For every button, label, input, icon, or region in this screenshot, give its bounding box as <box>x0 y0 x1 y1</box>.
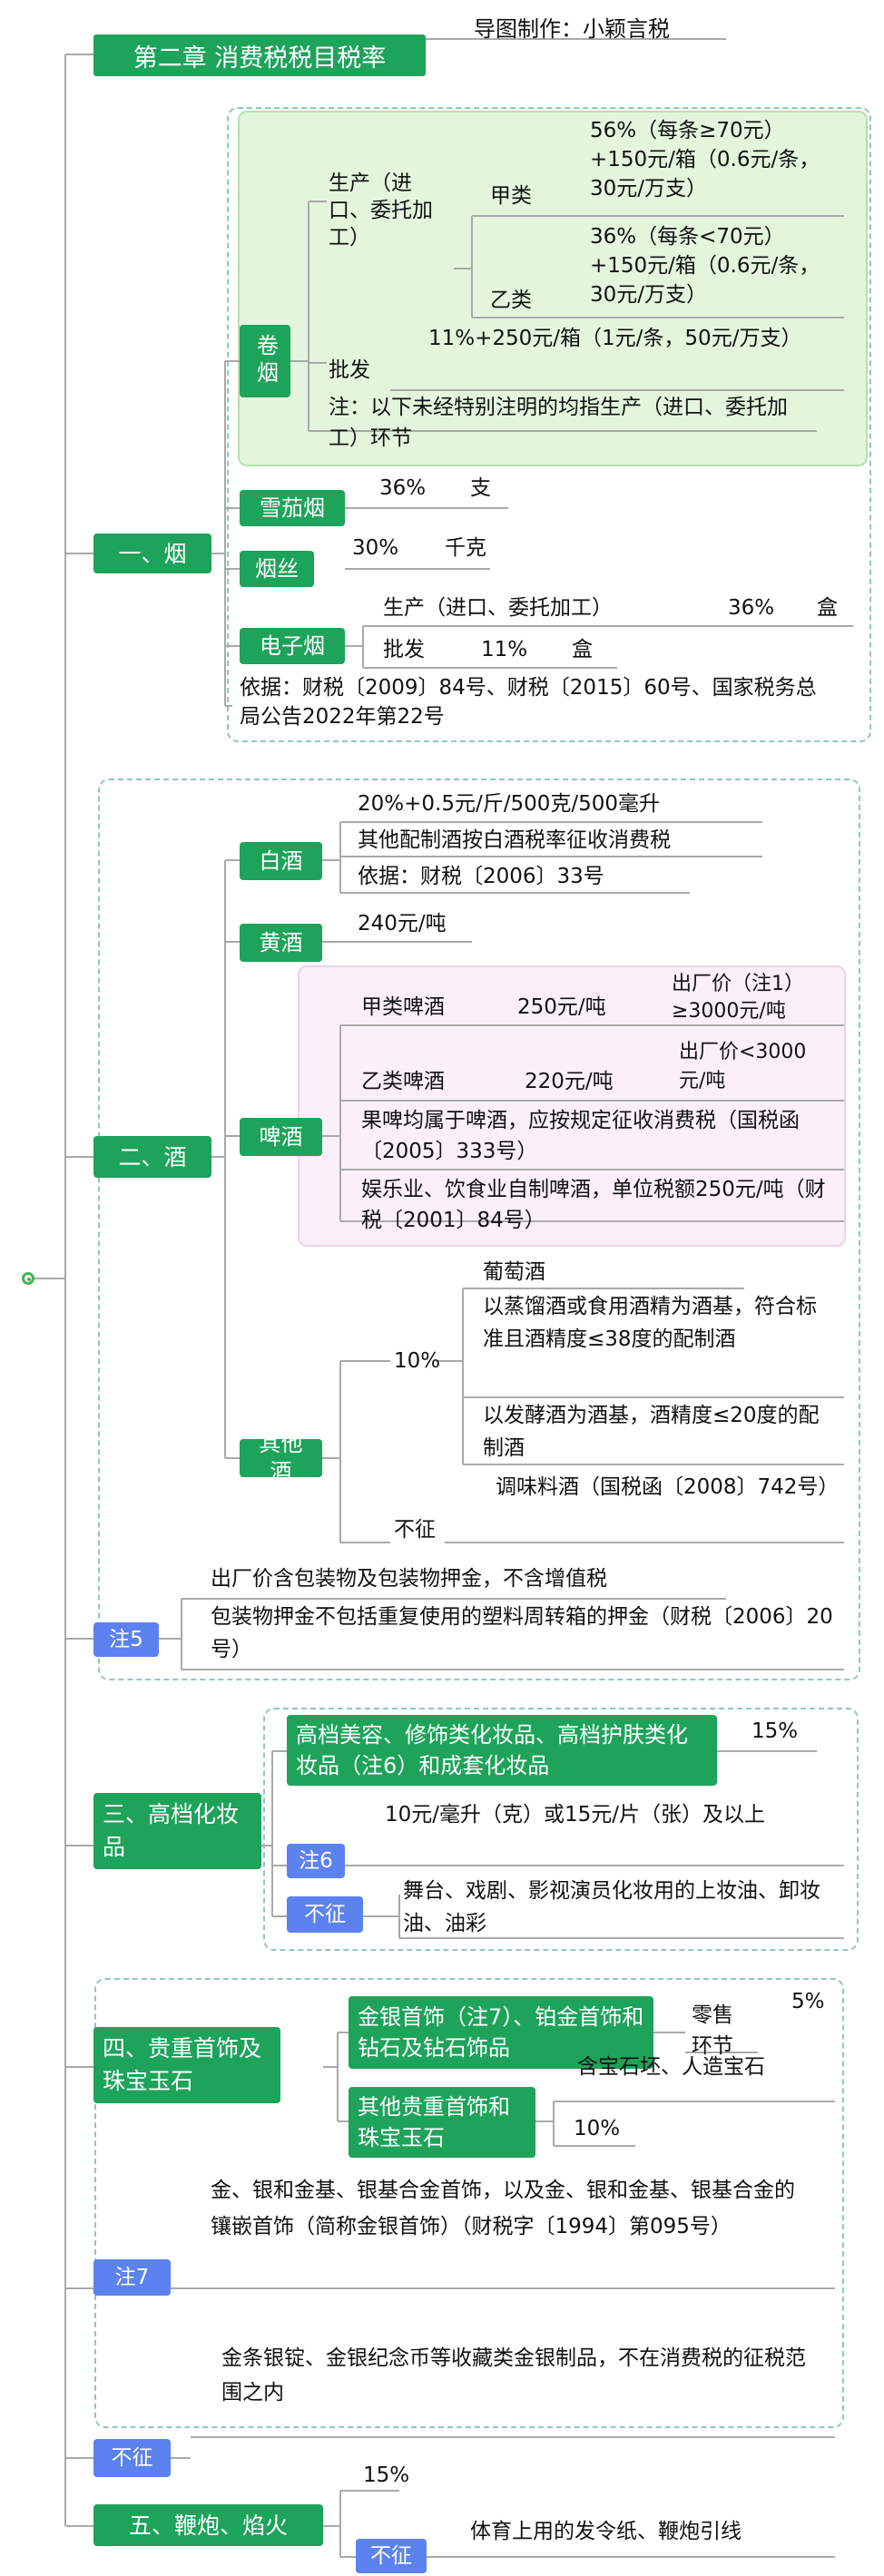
node-cosmetics[interactable]: 三、高档化妆品 <box>93 1793 261 1869</box>
jewelry-gold-stage: 零售环节 <box>692 2003 733 2058</box>
note7-badge[interactable]: 注7 <box>93 2259 171 2296</box>
node-huangjiu[interactable]: 黄酒 <box>240 924 322 962</box>
jewelry-panel <box>94 1978 844 2428</box>
jewelry-other[interactable]: 其他贵重首饰和珠宝玉石 <box>349 2087 535 2158</box>
cooking-wine: 调味料酒（国税函〔2008〕742号） <box>496 1475 840 1499</box>
cigarette-wholesale-rate: 11%+250元/箱（1元/条，50元/万支） <box>428 327 802 350</box>
note6-badge[interactable]: 注6 <box>287 1844 345 1878</box>
beer-class-b-cond: 出厂价<3000元/吨 <box>679 1041 807 1092</box>
cigarette-class-b-rate: 36%（每条<70元）+150元/箱（0.6元/条，30元/万支） <box>590 225 820 307</box>
node-cigarette[interactable]: 卷烟 <box>240 325 290 397</box>
node-beer[interactable]: 啤酒 <box>240 1118 322 1156</box>
node-tobacco[interactable]: 一、烟 <box>93 534 211 573</box>
root-node-icon[interactable] <box>22 1272 34 1285</box>
note5-line-b: 包装物押金不包括重复使用的塑料周转箱的押金（财税〔2006〕20号） <box>211 1605 833 1661</box>
beer-panel <box>298 965 846 1247</box>
e-cigarette-wholesale-unit: 盒 <box>572 638 593 661</box>
cosmetics-rate: 15% <box>751 1719 799 1743</box>
cigarette-production: 生产（进口、委托加工） <box>329 171 433 250</box>
cosmetics-panel <box>263 1708 859 1951</box>
beer-class-b: 乙类啤酒 <box>361 1070 445 1093</box>
cigarette-class-b: 乙类 <box>490 289 532 312</box>
jewelry-exempt: 金条银锭、金银纪念币等收藏类金银制品，不在消费税的征税范围之内 <box>221 2346 806 2405</box>
tobacco-basis: 依据：财税〔2009〕84号、财税〔2015〕60号、国家税务总局公告2022年… <box>240 676 817 729</box>
cigarette-class-a: 甲类 <box>490 184 532 208</box>
cosmetics-exempt: 舞台、戏剧、影视演员化妆用的上妆油、卸妆油、油彩 <box>403 1879 820 1935</box>
huangjiu-rate: 240元/吨 <box>358 912 447 935</box>
beer-class-b-rate: 220元/吨 <box>525 1070 614 1093</box>
other-liquor-rate: 10% <box>394 1349 441 1373</box>
e-cigarette-production-rate: 36% <box>728 596 775 620</box>
node-cigar[interactable]: 雪茄烟 <box>240 490 345 526</box>
cut-tobacco-unit: 千克 <box>445 536 486 560</box>
e-cigarette-wholesale: 批发 <box>383 638 425 661</box>
note6-text: 10元/毫升（克）或15元/片（张）及以上 <box>385 1803 766 1827</box>
cosmetics-not-taxed[interactable]: 不征 <box>287 1896 363 1933</box>
e-cigarette-production: 生产（进口、委托加工） <box>383 596 613 620</box>
page-title: 第二章 消费税税目税率 <box>93 34 426 76</box>
other-liquor-ferment: 以发酵酒为酒基，酒精度≤20度的配制酒 <box>483 1404 820 1460</box>
other-liquor-distilled: 以蒸馏酒或食用酒精为酒基，符合标准且酒精度≤38度的配制酒 <box>483 1295 817 1351</box>
e-cigarette-production-unit: 盒 <box>817 596 838 620</box>
note7-text: 金、银和金基、银基合金首饰，以及金、银和金基、银基合金的镶嵌首饰（简称金银首饰）… <box>211 2179 795 2238</box>
cigar-unit: 支 <box>470 476 491 500</box>
fireworks-not-taxed[interactable]: 不征 <box>356 2539 427 2573</box>
beer-class-a-cond: 出厂价（注1）≥3000元/吨 <box>672 973 804 1023</box>
cigarette-class-a-rate: 56%（每条≥70元）+150元/箱（0.6元/条，30元/万支） <box>590 119 820 201</box>
node-other-liquor[interactable]: 其他酒 <box>240 1431 322 1484</box>
jewelry-gold[interactable]: 金银首饰（注7）、铂金首饰和钻石及钻石饰品 <box>349 1996 653 2069</box>
cigarette-note: 注：以下未经特别注明的均指生产（进口、委托加工）环节 <box>329 396 788 450</box>
note5-badge[interactable]: 注5 <box>93 1622 159 1657</box>
jewelry-other-rate: 10% <box>574 2117 621 2140</box>
node-jewelry[interactable]: 四、贵重首饰及珠宝玉石 <box>93 2027 280 2103</box>
cosmetics-item[interactable]: 高档美容、修饰类化妆品、高档护肤类化妆品（注6）和成套化妆品 <box>287 1715 717 1786</box>
liquor-panel <box>98 779 860 1680</box>
jewelry-gold-rate: 5% <box>791 1990 825 2013</box>
baijiu-other: 其他配制酒按白酒税率征收消费税 <box>358 828 671 852</box>
beer-fruit: 果啤均属于啤酒，应按规定征收消费税（国税函〔2005〕333号） <box>361 1109 800 1163</box>
node-baijiu[interactable]: 白酒 <box>240 842 322 880</box>
other-liquor-not-taxed: 不征 <box>394 1518 436 1542</box>
cut-tobacco-rate: 30% <box>352 536 399 560</box>
node-liquor[interactable]: 二、酒 <box>93 1136 211 1178</box>
other-liquor-grape: 葡萄酒 <box>483 1260 545 1284</box>
cigarette-panel <box>238 111 868 466</box>
note5-line-a: 出厂价含包装物及包装物押金，不含增值税 <box>211 1567 607 1591</box>
jewelry-other-included: 含宝石坯、人造宝石 <box>577 2055 765 2079</box>
node-cut-tobacco[interactable]: 烟丝 <box>240 551 314 587</box>
node-fireworks[interactable]: 五、鞭炮、焰火 <box>93 2504 323 2546</box>
fireworks-rate: 15% <box>363 2463 410 2487</box>
baijiu-basis: 依据：财税〔2006〕33号 <box>358 865 604 888</box>
e-cigarette-wholesale-rate: 11% <box>481 638 528 661</box>
tobacco-panel <box>227 107 871 742</box>
beer-self-made: 娱乐业、饮食业自制啤酒，单位税额250元/吨（财税〔2001〕84号） <box>361 1178 826 1232</box>
author-credit: 导图制作：小颖言税 <box>474 16 670 42</box>
beer-class-a-rate: 250元/吨 <box>517 995 606 1019</box>
cigar-rate: 36% <box>379 476 427 500</box>
node-e-cigarette[interactable]: 电子烟 <box>240 628 345 664</box>
jewelry-not-taxed[interactable]: 不征 <box>93 2439 171 2477</box>
cigarette-wholesale: 批发 <box>329 358 370 382</box>
beer-class-a: 甲类啤酒 <box>361 995 445 1019</box>
fireworks-exempt: 体育上用的发令纸、鞭炮引线 <box>470 2520 742 2543</box>
baijiu-rate: 20%+0.5元/斤/500克/500毫升 <box>358 792 661 816</box>
